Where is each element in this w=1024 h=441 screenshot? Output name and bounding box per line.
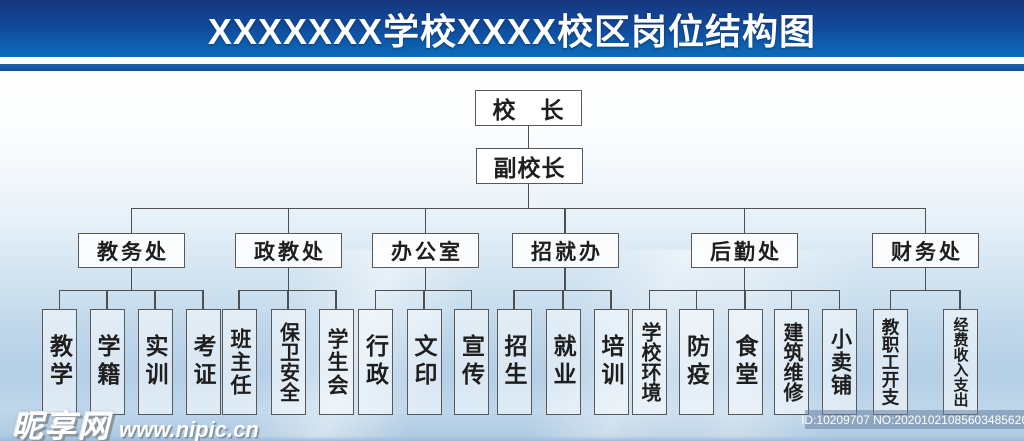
connector-line (238, 289, 240, 310)
org-node-leaf: 教学 (42, 309, 77, 415)
org-node-leaf: 保卫安全 (270, 309, 306, 415)
connector-line (106, 289, 108, 310)
connector-line (154, 289, 156, 310)
connector-line (130, 207, 133, 234)
connector-line (424, 268, 427, 290)
org-node-dept-office: 办公室 (372, 233, 479, 268)
connector-line (743, 268, 746, 290)
org-node-dept-finance: 财务处 (872, 233, 979, 268)
org-node-principal: 校 长 (475, 90, 582, 126)
connector-line (838, 289, 841, 310)
org-node-leaf: 教职工开支 (873, 309, 908, 415)
org-node-leaf: 就业 (545, 309, 581, 415)
bottom-edge-band (0, 436, 1024, 441)
connector-line (889, 289, 892, 310)
connector-line (58, 289, 61, 310)
connector-line (695, 289, 698, 310)
connector-line (564, 268, 566, 290)
org-node-leaf: 建筑维修 (774, 309, 809, 415)
connector-line (424, 207, 427, 234)
connector-line (924, 268, 927, 290)
connector-line (335, 289, 337, 310)
org-node-leaf: 文印 (406, 309, 442, 415)
org-node-leaf: 实训 (137, 309, 173, 415)
stock-id-label: ID:10209707 NO:20201021085603485626 (801, 410, 1024, 429)
title-banner: XXXXXXX学校XXXX校区岗位结构图 (0, 0, 1024, 57)
org-node-leaf: 防疫 (679, 309, 714, 415)
connector-line (924, 207, 927, 234)
watermark: 昵享网 www.nipic.cn (12, 401, 259, 441)
connector-line (287, 268, 290, 290)
org-node-dept-logistics: 后勤处 (691, 233, 798, 268)
connector-line (130, 268, 133, 290)
org-node-vice-principal: 副校长 (476, 148, 583, 184)
watermark-site-name: 昵享网 (12, 409, 111, 441)
poster-title: XXXXXXX学校XXXX校区岗位结构图 (207, 10, 817, 52)
connector-line (744, 289, 746, 310)
watermark-site-url: www.nipic.cn (119, 417, 259, 441)
connector-line (513, 289, 515, 310)
connector-line (287, 289, 289, 310)
org-node-dept-recruitment: 招就办 (512, 233, 619, 268)
banner-divider (0, 57, 1024, 64)
connector-line (527, 126, 530, 148)
banner-stripe (0, 64, 1024, 71)
connector-line (59, 289, 204, 291)
connector-line (470, 289, 473, 310)
connector-line (562, 289, 564, 310)
connector-line (374, 289, 377, 310)
connector-line (959, 289, 961, 310)
org-node-dept-political: 政教处 (235, 233, 342, 268)
connector-line (202, 289, 204, 310)
org-node-leaf: 食堂 (727, 309, 763, 415)
connector-line (287, 207, 290, 234)
org-node-leaf: 学生会 (318, 309, 354, 415)
org-node-leaf: 学籍 (89, 309, 125, 415)
org-node-leaf: 小卖铺 (822, 309, 857, 415)
connector-line (564, 207, 566, 234)
connector-line (743, 207, 746, 234)
org-node-leaf: 班主任 (221, 309, 257, 415)
org-node-leaf: 宣传 (454, 309, 489, 415)
connector-line (610, 289, 612, 310)
org-node-leaf: 考证 (185, 309, 221, 415)
org-node-dept-academic: 教务处 (78, 233, 185, 268)
connector-line (648, 289, 651, 310)
connector-line (790, 289, 793, 310)
connector-line (423, 289, 425, 310)
connector-line (527, 184, 530, 208)
org-node-leaf: 培训 (593, 309, 629, 415)
org-node-leaf: 行政 (358, 309, 393, 415)
org-node-leaf: 招生 (496, 309, 532, 415)
org-node-leaf: 经费收入支出 (942, 309, 978, 415)
connector-line (890, 289, 960, 291)
org-node-leaf: 学校环境 (632, 309, 667, 415)
connector-line (131, 207, 926, 209)
